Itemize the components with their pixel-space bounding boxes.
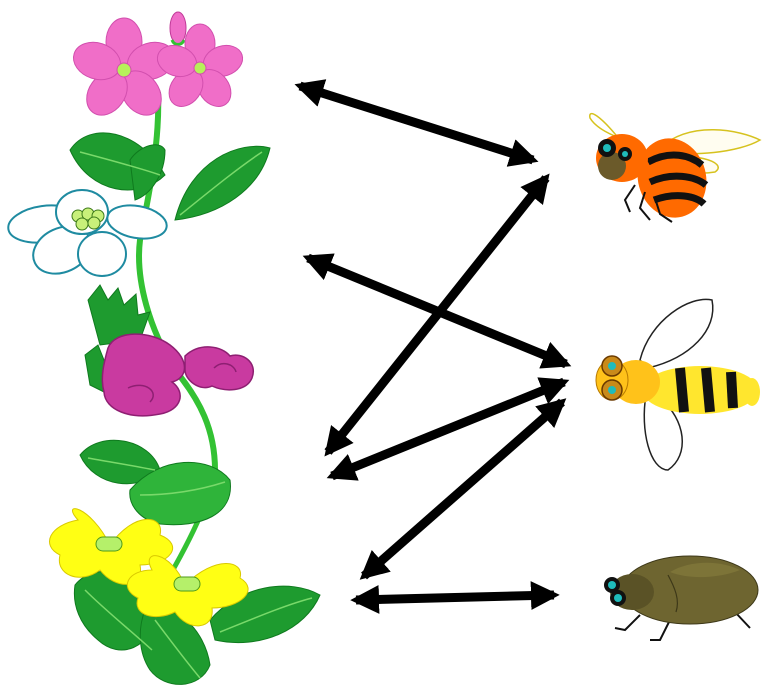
plant-column bbox=[6, 12, 320, 684]
double-arrow-yellow-flower-brown-beetle bbox=[356, 595, 554, 600]
double-arrow-yellow-flower-yellow-bee bbox=[364, 402, 562, 576]
double-arrow-pink-primrose-orange-bumblebee bbox=[300, 86, 533, 160]
magenta-flower-icon bbox=[102, 334, 253, 416]
arrow-layer bbox=[300, 86, 566, 600]
insect-column bbox=[590, 114, 760, 640]
pink-flower-icon bbox=[69, 12, 247, 123]
orange-bee-icon bbox=[590, 114, 760, 226]
yellow-bee-icon bbox=[596, 299, 760, 470]
double-arrow-magenta-pea-flower-orange-bumblebee bbox=[328, 178, 546, 452]
beetle-icon bbox=[604, 556, 758, 640]
